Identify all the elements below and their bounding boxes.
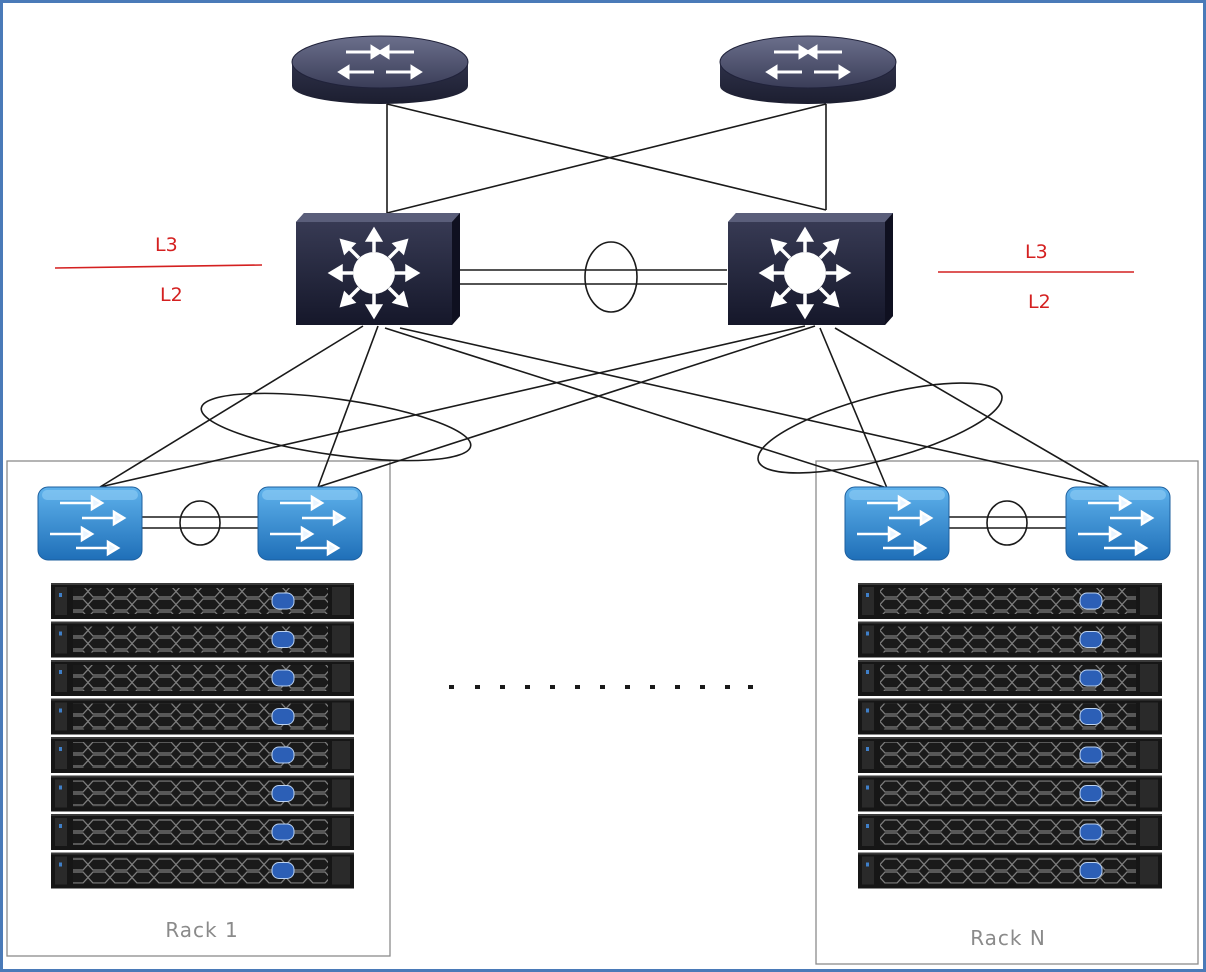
core-access-links [99, 325, 1111, 489]
rack-1-server-stack [51, 583, 354, 889]
router-core-links [386, 103, 827, 214]
layer-label-left-l3: L3 [155, 234, 178, 256]
layer-label-left-l2: L2 [160, 284, 183, 306]
layer-divider-right: L3 L2 [938, 241, 1134, 313]
more-racks-ellipsis [449, 685, 753, 689]
server-icon [51, 775, 354, 812]
router-icon [291, 35, 469, 104]
server-icon [51, 660, 354, 696]
router-icon [719, 35, 897, 104]
server-icon [858, 660, 1162, 696]
server-icon [858, 737, 1162, 773]
server-icon [51, 698, 354, 735]
rack-1-access-lag-ellipse [179, 500, 221, 546]
rack-n-label: Rack N [970, 926, 1046, 950]
rack-n-access-interconnect [946, 516, 1068, 529]
rack-n-access-lag-ellipse [986, 500, 1028, 546]
server-icon [858, 621, 1162, 658]
core-lag-ellipse [584, 241, 638, 313]
server-icon [858, 698, 1162, 735]
rack-n-uplink-lag-ellipse [757, 382, 1003, 474]
rack-n-server-stack [858, 583, 1162, 889]
layer-divider-left: L3 L2 [54, 234, 263, 306]
server-icon [51, 814, 354, 850]
rack-n-container [815, 460, 1199, 965]
rack-1-container [6, 460, 391, 957]
server-icon [858, 814, 1162, 850]
rack-1-uplink-lag-ellipse [200, 392, 472, 462]
rack-1-access-interconnect [140, 516, 260, 529]
layer-label-right-l3: L3 [1025, 241, 1048, 263]
server-icon [51, 621, 354, 658]
access-switch-icon [844, 486, 950, 561]
server-icon [858, 583, 1162, 619]
server-icon [858, 775, 1162, 812]
access-switch-icon [257, 486, 363, 561]
server-icon [51, 852, 354, 889]
core-interconnect [455, 269, 727, 285]
rack-1-label: Rack 1 [165, 918, 238, 942]
core-switch-icon [728, 213, 893, 325]
server-icon [858, 852, 1162, 889]
access-switch-icon [37, 486, 143, 561]
core-switch-icon [296, 213, 460, 325]
access-switch-icon [1065, 486, 1171, 561]
server-icon [51, 583, 354, 619]
server-icon [51, 737, 354, 773]
layer-label-right-l2: L2 [1028, 291, 1051, 313]
